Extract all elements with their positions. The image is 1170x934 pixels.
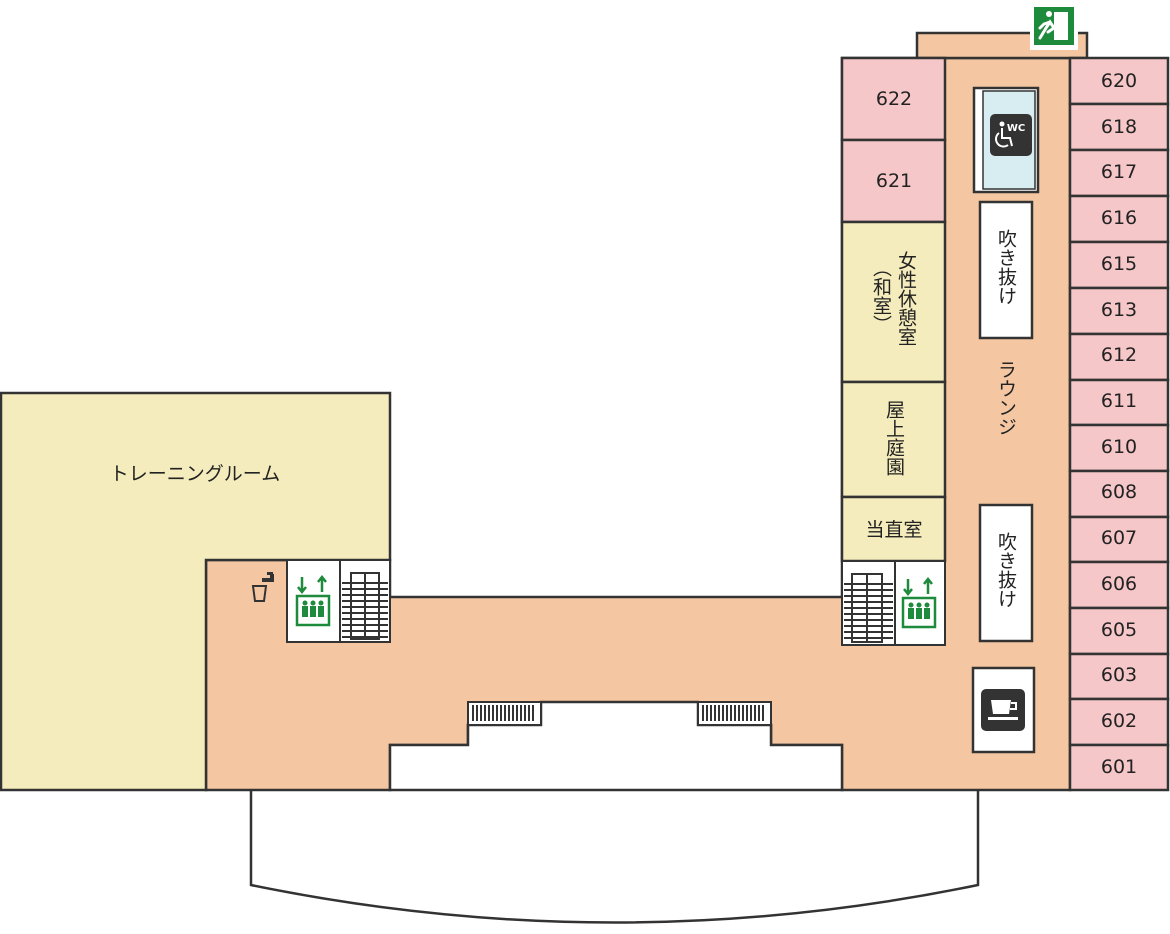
emergency-exit-icon bbox=[1030, 4, 1078, 50]
room-603[interactable] bbox=[1068, 652, 1170, 701]
night-duty-room[interactable] bbox=[840, 495, 947, 563]
women-rest-room-label: 女性休憩室 bbox=[895, 251, 917, 346]
room-601[interactable] bbox=[1068, 743, 1170, 792]
room-618[interactable] bbox=[1068, 102, 1170, 152]
room-611-label: 611 bbox=[1101, 390, 1137, 412]
room-607-label: 607 bbox=[1101, 527, 1137, 549]
accessible-wc-icon: WC bbox=[990, 114, 1032, 156]
room-613-label: 613 bbox=[1101, 299, 1137, 321]
elevator-icon bbox=[901, 576, 937, 629]
room-605[interactable] bbox=[1068, 606, 1170, 656]
room-602-label: 602 bbox=[1101, 710, 1137, 732]
room-616-label: 616 bbox=[1101, 207, 1137, 229]
room-605-label: 605 bbox=[1101, 619, 1137, 641]
rooftop-garden-label: 屋上庭園 bbox=[883, 400, 905, 476]
rooftop-garden[interactable] bbox=[840, 380, 947, 499]
training-room[interactable] bbox=[0, 391, 392, 792]
stairs-courtyard-right bbox=[697, 701, 772, 726]
room-622[interactable] bbox=[840, 56, 947, 142]
room-602[interactable] bbox=[1068, 697, 1170, 747]
night-duty-room-label: 当直室 bbox=[865, 519, 922, 541]
room-621[interactable] bbox=[840, 138, 947, 224]
entrance-canopy bbox=[249, 790, 980, 924]
coffee-cup-icon bbox=[981, 689, 1025, 731]
room-613[interactable] bbox=[1068, 286, 1170, 336]
room-601-label: 601 bbox=[1101, 756, 1137, 778]
water-fountain-icon bbox=[251, 572, 274, 602]
room-621-label: 621 bbox=[876, 170, 912, 192]
room-603-label: 603 bbox=[1101, 664, 1137, 686]
room-620[interactable] bbox=[1068, 56, 1170, 106]
training-room-label: トレーニングルーム bbox=[110, 463, 280, 485]
room-622-label: 622 bbox=[876, 88, 912, 110]
room-615-label: 615 bbox=[1101, 253, 1137, 275]
stairs-courtyard-left bbox=[467, 701, 542, 726]
atrium-upper-label: 吹き抜け bbox=[995, 229, 1017, 305]
room-606-label: 606 bbox=[1101, 573, 1137, 595]
wc-text: WC bbox=[1007, 123, 1025, 134]
women-rest-room[interactable] bbox=[840, 220, 947, 384]
room-615[interactable] bbox=[1068, 240, 1170, 290]
room-617-label: 617 bbox=[1101, 161, 1137, 183]
guest-rooms-east: 620 618 617 616 615 613 612 611 610 608 … bbox=[1068, 56, 1170, 792]
room-610[interactable] bbox=[1068, 423, 1170, 473]
stairs-right bbox=[844, 573, 893, 643]
cafe[interactable] bbox=[971, 666, 1036, 754]
stairs-left bbox=[342, 572, 388, 640]
atrium-lower-label: 吹き抜け bbox=[995, 532, 1017, 608]
atrium-upper bbox=[978, 200, 1034, 340]
room-610-label: 610 bbox=[1101, 436, 1137, 458]
elevator-icon bbox=[295, 574, 331, 627]
room-620-label: 620 bbox=[1101, 70, 1137, 92]
atrium-lower bbox=[978, 503, 1034, 643]
room-612-label: 612 bbox=[1101, 344, 1137, 366]
room-606[interactable] bbox=[1068, 560, 1170, 610]
lounge-label: ラウンジ bbox=[995, 360, 1017, 436]
room-618-label: 618 bbox=[1101, 116, 1137, 138]
accessible-wc[interactable]: WC bbox=[972, 86, 1040, 194]
women-rest-room-note: （和室） bbox=[870, 258, 892, 334]
room-608-label: 608 bbox=[1101, 481, 1137, 503]
room-612[interactable] bbox=[1068, 332, 1170, 382]
